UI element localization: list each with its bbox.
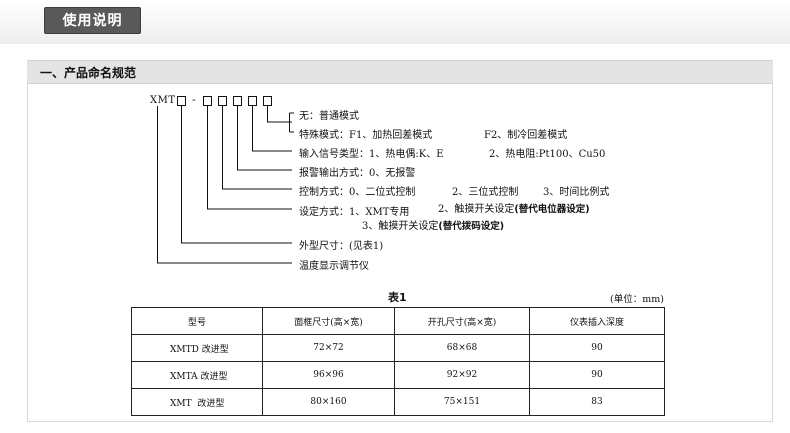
cell-frame-size: 72×72: [262, 334, 395, 362]
desc-normal-mode: 无：普通模式: [299, 111, 359, 122]
cell-insert-depth: 83: [529, 388, 665, 416]
table-title: 表1: [388, 291, 407, 304]
code-box-alarm: [233, 96, 242, 106]
cell-cutout-size: 92×92: [394, 361, 530, 389]
header-insert-depth: 仪表插入深度: [529, 307, 665, 335]
desc-time-proportional: 3、时间比例式: [543, 187, 610, 198]
usage-instructions-tab[interactable]: 使用说明: [44, 7, 141, 34]
code-box-input: [248, 96, 257, 106]
desc-setting-mode: 设定方式：1、XMT专用: [299, 207, 410, 218]
code-box-control: [218, 96, 227, 106]
desc-control-mode: 控制方式：0、二位式控制: [299, 187, 416, 198]
table-row: XMT 改进型 80×160 75×151 83: [131, 388, 665, 416]
header-frame-size: 面框尺寸(高×宽): [262, 307, 395, 335]
cell-cutout-size: 75×151: [394, 388, 530, 416]
desc-special-mode: 特殊模式：F1、加热回差模式: [299, 130, 433, 141]
header-model: 型号: [131, 307, 263, 335]
code-box-setting: [203, 96, 212, 106]
cell-model: XMT 改进型: [131, 388, 263, 416]
model-prefix: XMT: [150, 95, 176, 106]
cell-frame-size: 80×160: [262, 388, 395, 416]
code-box-size: [177, 96, 186, 106]
cell-insert-depth: 90: [529, 334, 665, 362]
cell-model: XMTD 改进型: [131, 334, 263, 362]
desc-input-signal: 输入信号类型：1、热电偶:K、E: [299, 149, 444, 160]
cell-insert-depth: 90: [529, 361, 665, 389]
model-dash: -: [192, 93, 196, 106]
desc-rtd-input: 2、热电阻:Pt100、Cu50: [489, 149, 606, 160]
header-cutout-size: 开孔尺寸(高×宽): [394, 307, 530, 335]
content-frame: [27, 84, 773, 422]
desc-temperature-controller: 温度显示调节仪: [299, 261, 369, 272]
cell-model: XMTA 改进型: [131, 361, 263, 389]
section-title: 一、产品命名规范: [40, 66, 137, 80]
table-row: XMTA 改进型 96×96 92×92 90: [131, 361, 665, 389]
desc-cooling-mode: F2、制冷回差模式: [484, 130, 568, 141]
desc-touch-setting: 2、触摸开关设定(替代电位器设定): [438, 204, 590, 215]
cell-cutout-size: 68×68: [394, 334, 530, 362]
desc-alarm-output: 报警输出方式：0、无报警: [299, 168, 416, 179]
table-unit: (单位：mm): [610, 294, 664, 305]
table-header-row: 型号 面框尺寸(高×宽) 开孔尺寸(高×宽) 仪表插入深度: [131, 307, 665, 335]
desc-outline-size: 外型尺寸：(见表1): [299, 241, 384, 252]
cell-frame-size: 96×96: [262, 361, 395, 389]
code-box-mode: [263, 96, 272, 106]
desc-three-position: 2、三位式控制: [452, 187, 519, 198]
section-bar: [27, 60, 773, 84]
spec-table: 型号 面框尺寸(高×宽) 开孔尺寸(高×宽) 仪表插入深度 XMTD 改进型 7…: [131, 307, 665, 416]
desc-touch-dip-setting: 3、触摸开关设定(替代拨码设定): [362, 221, 505, 232]
table-row: XMTD 改进型 72×72 68×68 90: [131, 334, 665, 362]
